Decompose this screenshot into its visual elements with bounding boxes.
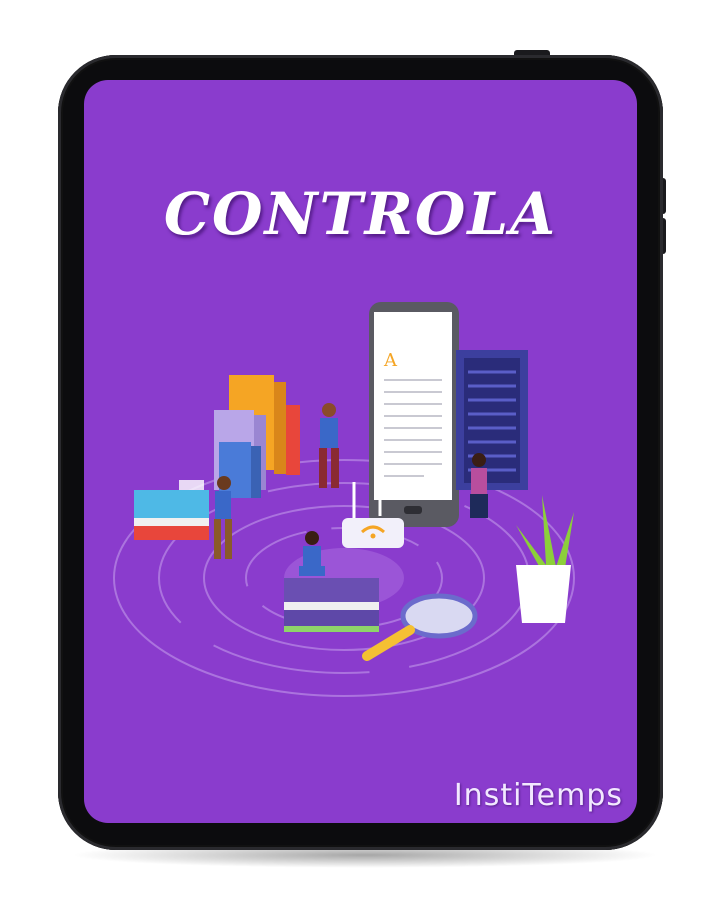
magnifier-icon	[362, 593, 478, 661]
power-button	[514, 50, 550, 56]
page-title: CONTROLA	[163, 180, 558, 248]
book-pile-center	[284, 578, 379, 632]
server-rack-icon	[456, 350, 528, 490]
book-stack-icon	[134, 375, 300, 540]
volume-down-button	[660, 218, 666, 254]
volume-up-button	[660, 178, 666, 214]
svg-text:A: A	[383, 350, 398, 371]
tablet-screen: A	[84, 80, 637, 823]
person-figures	[214, 403, 488, 576]
illustration: A	[113, 302, 575, 697]
smartphone-icon: A	[369, 302, 459, 527]
wifi-router-icon	[342, 478, 404, 548]
plant-icon	[516, 495, 574, 623]
brand-label: InstiTemps	[453, 778, 623, 813]
